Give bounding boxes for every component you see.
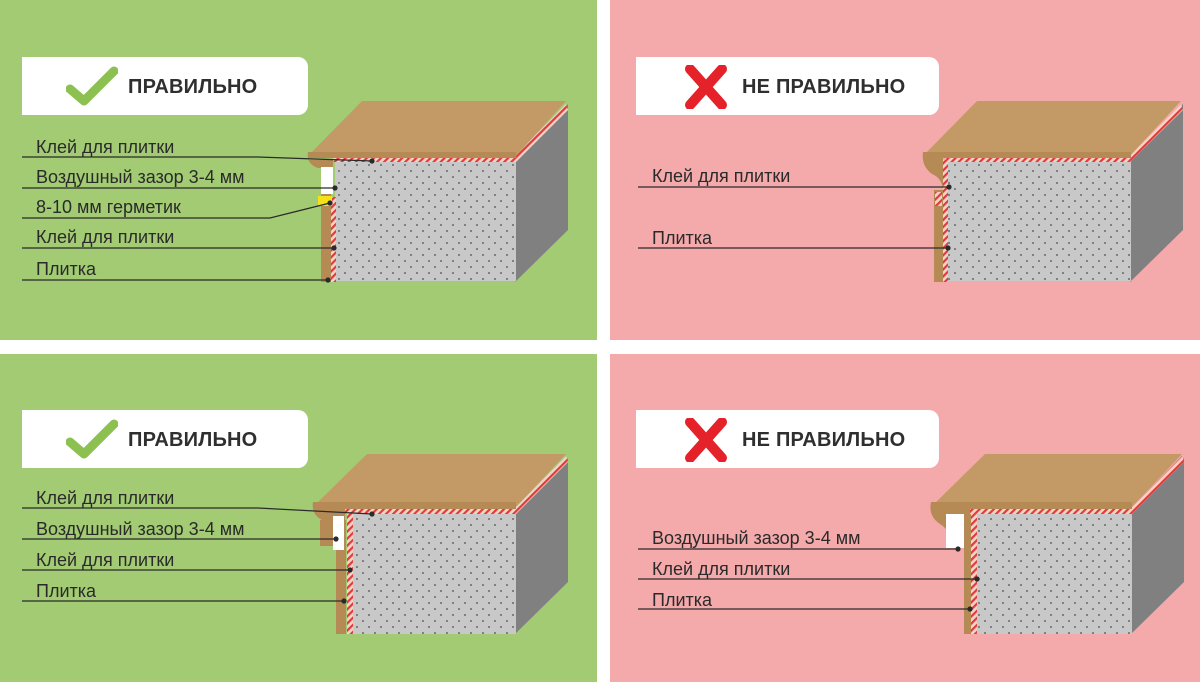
cross-icon bbox=[685, 65, 727, 109]
label-tile-adhesive-side: Клей для плитки bbox=[36, 550, 175, 570]
label-tile-adhesive-top: Клей для плитки bbox=[36, 137, 175, 157]
check-icon bbox=[66, 66, 118, 106]
panel-wrong-with-gap: НЕ ПРАВИЛЬНО Воздушный зазор 3-4 мм Клей… bbox=[610, 354, 1200, 682]
status-badge: НЕ ПРАВИЛЬНО bbox=[636, 57, 939, 115]
status-text: ПРАВИЛЬНО bbox=[128, 429, 258, 451]
status-text: НЕ ПРАВИЛЬНО bbox=[742, 76, 906, 98]
label-tile: Плитка bbox=[36, 581, 97, 601]
check-icon bbox=[66, 419, 118, 459]
label-sealant: 8-10 мм герметик bbox=[36, 197, 181, 217]
label-tile-adhesive: Клей для плитки bbox=[652, 166, 791, 186]
status-text: ПРАВИЛЬНО bbox=[128, 76, 258, 98]
step-cross-section-diagram bbox=[638, 454, 1184, 634]
panel-wrong-no-gap: НЕ ПРАВИЛЬНО Клей для плитки Плитка bbox=[610, 0, 1200, 340]
status-badge: ПРАВИЛЬНО bbox=[22, 410, 308, 468]
step-cross-section-diagram bbox=[638, 101, 1183, 282]
status-badge: НЕ ПРАВИЛЬНО bbox=[636, 410, 939, 468]
label-tile: Плитка bbox=[36, 259, 97, 279]
label-tile: Плитка bbox=[652, 590, 713, 610]
status-text: НЕ ПРАВИЛЬНО bbox=[742, 429, 906, 451]
panel-correct-no-sealant: ПРАВИЛЬНО Клей для плитки Воздушный зазо… bbox=[0, 354, 597, 682]
step-cross-section-diagram bbox=[22, 454, 568, 634]
status-badge: ПРАВИЛЬНО bbox=[22, 57, 308, 115]
label-air-gap: Воздушный зазор 3-4 мм bbox=[652, 528, 861, 548]
label-tile: Плитка bbox=[652, 228, 713, 248]
label-air-gap: Воздушный зазор 3-4 мм bbox=[36, 519, 245, 539]
cross-icon bbox=[685, 418, 727, 462]
label-tile-adhesive-side: Клей для плитки bbox=[36, 227, 175, 247]
step-cross-section-diagram bbox=[22, 101, 568, 283]
label-tile-adhesive: Клей для плитки bbox=[652, 559, 791, 579]
panel-correct-with-sealant: ПРАВИЛЬНО Клей для плитки Воздушный зазо… bbox=[0, 0, 597, 340]
label-air-gap: Воздушный зазор 3-4 мм bbox=[36, 167, 245, 187]
label-tile-adhesive-top: Клей для плитки bbox=[36, 488, 175, 508]
